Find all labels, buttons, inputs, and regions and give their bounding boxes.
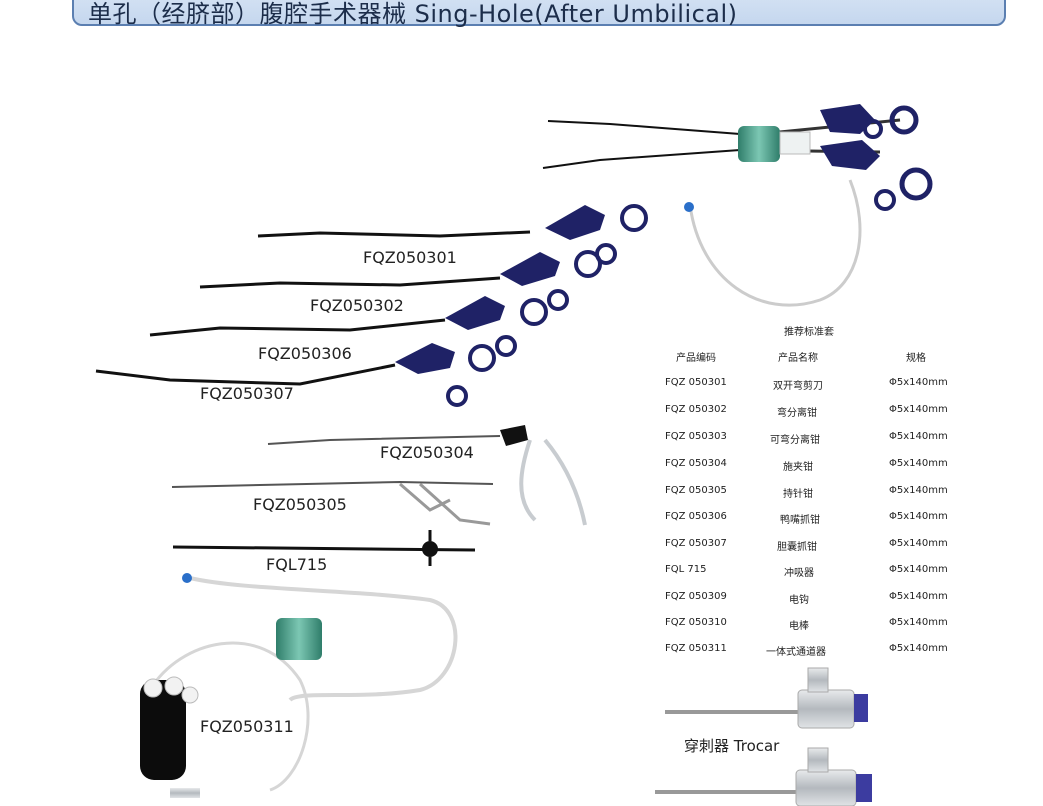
row-spec: Φ5x140mm [889, 377, 948, 388]
instrument-label: FQZ050301 [363, 248, 457, 267]
row-spec: Φ5x140mm [889, 458, 948, 469]
table-row: FQL 715 冲吸器 Φ5x140mm [0, 564, 1043, 584]
table-row: FQZ 050309 电钩 Φ5x140mm [0, 591, 1043, 611]
table-row: FQZ 050306 鸭嘴抓钳 Φ5x140mm [0, 511, 1043, 531]
suction-irrigator [172, 530, 476, 566]
table-row: FQZ 050307 胆囊抓钳 Φ5x140mm [0, 538, 1043, 558]
row-code: FQL 715 [665, 564, 707, 575]
row-code: FQZ 050307 [665, 538, 727, 549]
row-spec: Φ5x140mm [889, 617, 948, 628]
row-code: FQZ 050309 [665, 591, 727, 602]
instrument-label: FQZ050311 [200, 717, 294, 736]
instrument-label: FQZ050304 [380, 443, 474, 462]
table-row: FQZ 050305 持针钳 Φ5x140mm [0, 485, 1043, 505]
table-row: FQZ 050311 一体式通道器 Φ5x140mm [0, 643, 1043, 663]
row-name: 双开弯剪刀 [773, 381, 823, 392]
row-code: FQZ 050301 [665, 377, 727, 388]
instrument-label: FQL715 [266, 555, 328, 574]
row-spec: Φ5x140mm [889, 643, 948, 654]
instrument-label: FQZ050302 [310, 296, 404, 315]
instrument-label: FQZ050305 [253, 495, 347, 514]
row-name: 一体式通道器 [766, 647, 826, 658]
port-instrument-set [542, 104, 933, 307]
table-row: FQZ 050304 施夹钳 Φ5x140mm [0, 458, 1043, 478]
table-row: FQZ 050302 弯分离钳 Φ5x140mm [0, 404, 1043, 424]
row-spec: Φ5x140mm [889, 538, 948, 549]
port-device [140, 573, 458, 798]
header-bar: 单孔（经脐部）腹腔手术器械 Sing-Hole(After Umbilical) [72, 0, 1006, 28]
row-code: FQZ 050310 [665, 617, 727, 628]
row-code: FQZ 050304 [665, 458, 727, 469]
row-name: 胆囊抓钳 [777, 542, 817, 553]
row-name: 可弯分离钳 [770, 435, 820, 446]
row-code: FQZ 050311 [665, 643, 727, 654]
row-spec: Φ5x140mm [889, 485, 948, 496]
row-spec: Φ5x140mm [889, 431, 948, 442]
row-spec: Φ5x140mm [889, 404, 948, 415]
trocars [655, 667, 872, 806]
row-name: 持针钳 [783, 489, 813, 500]
row-name: 施夹钳 [783, 462, 813, 473]
row-code: FQZ 050302 [665, 404, 727, 415]
instrument-label: FQZ050307 [200, 384, 294, 403]
row-name: 弯分离钳 [777, 408, 817, 419]
column-header-code: 产品编码 [676, 353, 716, 364]
row-spec: Φ5x140mm [889, 564, 948, 575]
row-code: FQZ 050305 [665, 485, 727, 496]
trocar-label: 穿刺器 Trocar [684, 737, 780, 755]
row-name: 电钩 [789, 595, 809, 606]
row-code: FQZ 050303 [665, 431, 727, 442]
page-title: 单孔（经脐部）腹腔手术器械 Sing-Hole(After Umbilical) [88, 0, 738, 28]
row-name: 冲吸器 [784, 568, 814, 579]
row-name: 鸭嘴抓钳 [780, 515, 820, 526]
instrument-label: FQZ050306 [258, 344, 352, 363]
forceps-group [95, 204, 648, 407]
needle-holder [171, 480, 494, 526]
row-spec: Φ5x140mm [889, 511, 948, 522]
column-header-name: 产品名称 [778, 353, 818, 364]
clip-applier [267, 425, 587, 526]
column-header-spec: 规格 [906, 353, 926, 364]
table-row: FQZ 050303 可弯分离钳 Φ5x140mm [0, 431, 1043, 451]
table-row: FQZ 050310 电棒 Φ5x140mm [0, 617, 1043, 637]
row-name: 电棒 [789, 621, 809, 632]
table-title: 推荐标准套 [784, 327, 834, 338]
row-spec: Φ5x140mm [889, 591, 948, 602]
row-code: FQZ 050306 [665, 511, 727, 522]
table-row: FQZ 050301 双开弯剪刀 Φ5x140mm [0, 377, 1043, 397]
